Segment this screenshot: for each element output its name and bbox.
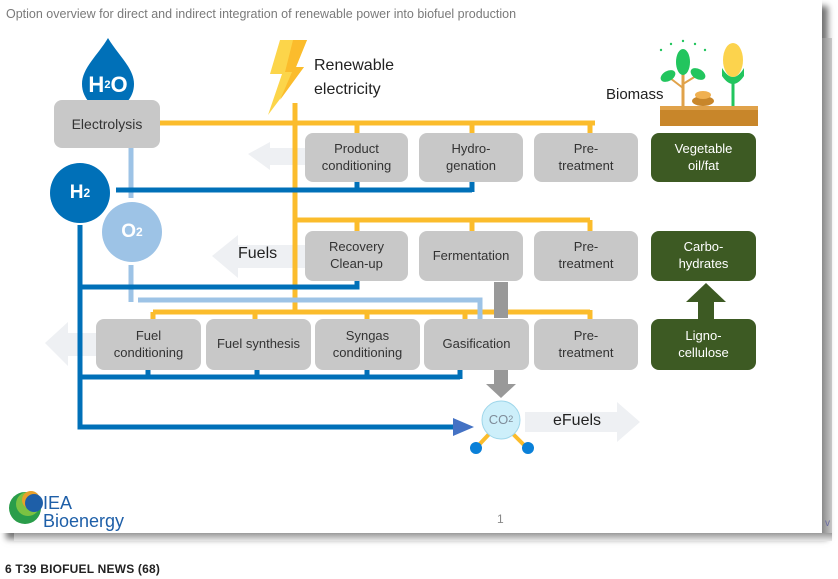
co2-down-arrowhead — [486, 384, 516, 398]
ligno-to-carbo-arrowhead — [686, 283, 726, 302]
biomass-plants-icon — [659, 39, 758, 126]
sugar-pretreatment-box[interactable]: Pre- treatment — [534, 231, 638, 281]
hydrogenation-box[interactable]: Hydro- genation — [419, 133, 523, 182]
gasification-box[interactable]: Gasification — [424, 319, 529, 370]
hydrogen-lines — [77, 182, 475, 430]
fuel-synthesis-box[interactable]: Fuel synthesis — [206, 319, 311, 370]
electricity-lines — [150, 103, 595, 320]
carbohydrates-box[interactable]: Carbo- hydrates — [651, 231, 756, 281]
vegetable-oil-fat-box[interactable]: Vegetable oil/fat — [651, 133, 756, 182]
oil-pretreatment-box[interactable]: Pre- treatment — [534, 133, 638, 182]
iea-logo-text: IEA Bioenergy — [43, 493, 125, 531]
slide-shadow-right — [822, 38, 832, 533]
lightning-icon — [268, 40, 307, 115]
hydrogen-arrowhead — [453, 418, 474, 436]
o2-circle — [102, 202, 162, 262]
fermentation-co2-link — [494, 282, 508, 318]
electrolysis-box[interactable]: Electrolysis — [54, 100, 160, 148]
iea-logo-icon — [9, 491, 43, 524]
ligno-output-arrow — [45, 322, 100, 366]
slide-shadow-bottom — [14, 533, 832, 541]
product-conditioning-box[interactable]: Product conditioning — [305, 133, 408, 182]
fuel-conditioning-box[interactable]: Fuel conditioning — [96, 319, 201, 370]
lignocellulose-box[interactable]: Ligno- cellulose — [651, 319, 756, 370]
fuels-label: Fuels — [238, 245, 278, 262]
gasification-co2-stem — [494, 370, 508, 384]
renewable-electricity-label: Renewable electricity — [314, 57, 395, 98]
syngas-conditioning-box[interactable]: Syngas conditioning — [315, 319, 420, 370]
h2-circle — [50, 163, 110, 223]
slide-page-number: 1 — [497, 512, 504, 526]
efuels-arrow — [525, 402, 640, 442]
recovery-cleanup-box[interactable]: Recovery Clean-up — [305, 231, 408, 281]
footer-publication: 6 T39 BIOFUEL NEWS (68) — [5, 562, 161, 576]
product-output-arrow — [248, 142, 305, 170]
ligno-to-carbo-stem — [698, 300, 714, 320]
co2-molecule-icon — [470, 400, 534, 454]
efuels-label: eFuels — [553, 412, 602, 429]
fermentation-box[interactable]: Fermentation — [419, 231, 523, 281]
water-drop-icon — [82, 38, 134, 110]
ligno-pretreatment-box[interactable]: Pre- treatment — [534, 319, 638, 370]
edge-text: v — [825, 518, 830, 529]
fuels-output-arrow — [212, 235, 305, 278]
slide-title: Option overview for direct and indirect … — [6, 7, 517, 21]
biomass-label: Biomass — [606, 86, 664, 103]
